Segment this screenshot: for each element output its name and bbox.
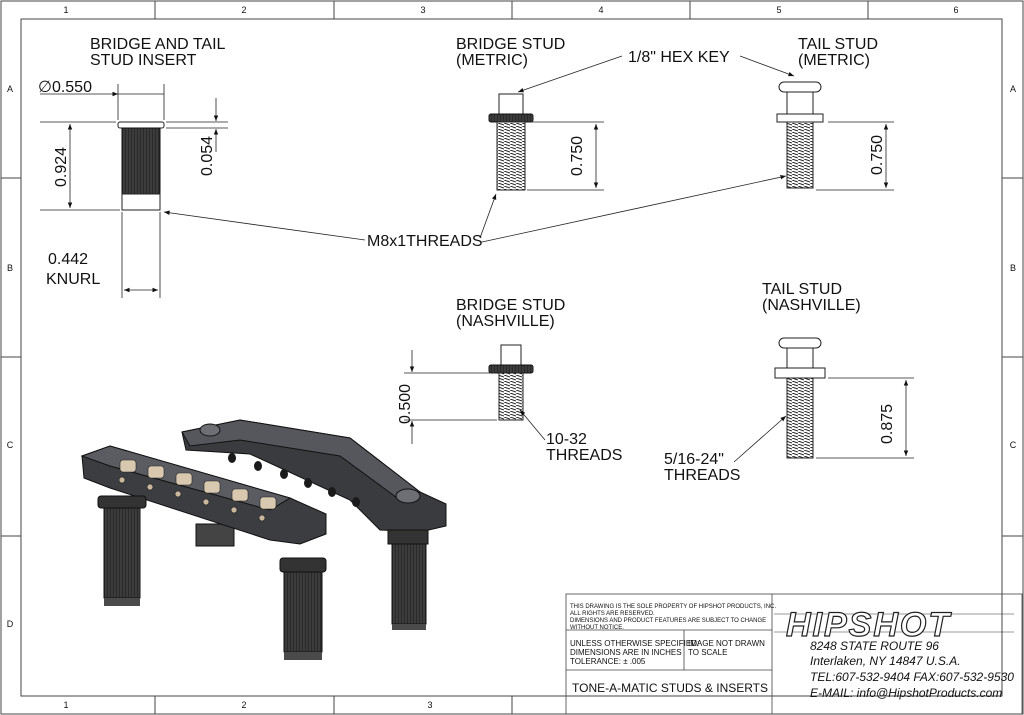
title-block (565, 593, 1023, 715)
svg-text:(METRIC): (METRIC) (456, 52, 528, 69)
drawing-title: TONE-A-MATIC STUDS & INSERTS (572, 681, 768, 695)
svg-text:TEL:607-532-9404 FAX:607-532-9: TEL:607-532-9404 FAX:607-532-9530 (810, 670, 1014, 684)
tail-stud-metric-part (776, 81, 824, 189)
tail-stud-nashville-part (774, 337, 826, 459)
m8-thread-leaders (163, 174, 787, 243)
knurl-value: 0.442 (48, 251, 88, 268)
col-label: 6 (953, 5, 958, 15)
row-label: C (7, 440, 14, 450)
tail-metric-dims (816, 121, 894, 191)
col-label: 1 (63, 700, 68, 710)
svg-text:(NASHVILLE): (NASHVILLE) (456, 313, 555, 330)
col-label: 3 (427, 700, 432, 710)
svg-text:DIMENSIONS ARE IN INCHES: DIMENSIONS ARE IN INCHES (570, 648, 682, 657)
svg-text:UNLESS OTHERWISE SPECIFIED:: UNLESS OTHERWISE SPECIFIED: (570, 639, 699, 648)
insert-dim-text: ∅0.550 0.924 0.054 0.442 KNURL (38, 79, 216, 288)
tail-nash-dims (733, 377, 914, 463)
svg-text:TOLERANCE: ± .005: TOLERANCE: ± .005 (570, 657, 646, 666)
svg-text:BRIDGE AND TAIL: BRIDGE AND TAIL (90, 36, 226, 53)
row-label: A (1010, 84, 1016, 94)
svg-text:8248 STATE ROUTE 96: 8248 STATE ROUTE 96 (810, 639, 939, 653)
col-label: 2 (241, 700, 246, 710)
bridge-assembly-render (80, 419, 447, 660)
svg-text:WITHOUT NOTICE.: WITHOUT NOTICE. (570, 625, 624, 631)
svg-text:∅0.550: ∅0.550 (38, 79, 92, 96)
threads-1032-label: 10-32 (546, 431, 587, 448)
knurl-label: KNURL (46, 271, 100, 288)
col-label: 5 (776, 5, 781, 15)
insert-dimensions (40, 84, 228, 298)
dim-insert-flange: 0.054 (199, 136, 216, 176)
row-label: A (7, 84, 13, 94)
dim-bridge-nash-thread: 0.500 (397, 384, 414, 424)
bridge-nash-dims (404, 350, 546, 444)
logo-text: HIPSHOT (786, 606, 952, 644)
svg-text:TAIL STUD: TAIL STUD (762, 281, 842, 298)
bridge-metric-dims (527, 121, 604, 191)
svg-text:BRIDGE STUD: BRIDGE STUD (456, 297, 565, 314)
svg-text:IMAGE NOT DRAWN: IMAGE NOT DRAWN (688, 639, 765, 648)
company-address: 8248 STATE ROUTE 96 Interlaken, NY 14847… (810, 639, 1014, 700)
tail-metric-title: TAIL STUD (METRIC) (798, 36, 878, 69)
svg-text:BRIDGE STUD: BRIDGE STUD (456, 36, 565, 53)
m8-threads-label: M8x1THREADS (367, 233, 483, 250)
col-label: 2 (241, 5, 246, 15)
row-label: B (7, 263, 13, 273)
dim-tail-nash-thread: 0.875 (879, 404, 896, 444)
svg-text:TAIL STUD: TAIL STUD (798, 36, 878, 53)
zone-labels: 1 2 3 4 5 6 1 2 3 A B C D A B C (7, 5, 1017, 710)
svg-text:(METRIC): (METRIC) (798, 52, 870, 69)
bridge-stud-nashville-part (488, 344, 534, 421)
dim-insert-length: 0.924 (53, 147, 70, 187)
svg-text:THIS DRAWING IS THE SOLE PROPE: THIS DRAWING IS THE SOLE PROPERTY OF HIP… (570, 604, 776, 610)
insert-title: BRIDGE AND TAIL STUD INSERT (90, 36, 226, 69)
stud-insert-part (117, 121, 165, 211)
threads-516-label: THREADS (664, 467, 740, 484)
col-label: 3 (420, 5, 425, 15)
bridge-metric-title: BRIDGE STUD (METRIC) (456, 36, 565, 69)
col-label: 4 (598, 5, 603, 15)
threads-516-label: 5/16-24" (664, 451, 724, 468)
svg-text:TO SCALE: TO SCALE (688, 648, 727, 657)
svg-text:DIMENSIONS AND PRODUCT FEATURE: DIMENSIONS AND PRODUCT FEATURES ARE SUBJ… (570, 618, 766, 624)
svg-text:(NASHVILLE): (NASHVILLE) (762, 297, 861, 314)
row-label: D (7, 619, 14, 629)
bridge-stud-metric-part (488, 93, 534, 191)
svg-text:Interlaken, NY 14847 U.S.A.: Interlaken, NY 14847 U.S.A. (810, 654, 961, 668)
hex-key-leaders (517, 55, 795, 93)
col-label: 1 (63, 5, 68, 15)
tail-nash-title: TAIL STUD (NASHVILLE) (762, 281, 861, 314)
hipshot-logo: HIPSHOT (774, 605, 1014, 645)
dim-bridge-metric-thread: 0.750 (569, 136, 586, 176)
svg-text:STUD INSERT: STUD INSERT (90, 52, 197, 69)
row-label: C (1010, 440, 1017, 450)
row-label: B (1010, 263, 1016, 273)
svg-text:ALL RIGHTS ARE RESERVED.: ALL RIGHTS ARE RESERVED. (570, 611, 655, 617)
threads-1032-label: THREADS (546, 447, 622, 464)
bridge-nash-title: BRIDGE STUD (NASHVILLE) (456, 297, 565, 330)
title-block-text: THIS DRAWING IS THE SOLE PROPERTY OF HIP… (570, 604, 776, 695)
svg-text:E-MAIL: info@HipshotProducts.c: E-MAIL: info@HipshotProducts.com (810, 686, 1002, 700)
dim-tail-metric-thread: 0.750 (869, 135, 886, 175)
hex-key-label: 1/8" HEX KEY (628, 49, 730, 66)
